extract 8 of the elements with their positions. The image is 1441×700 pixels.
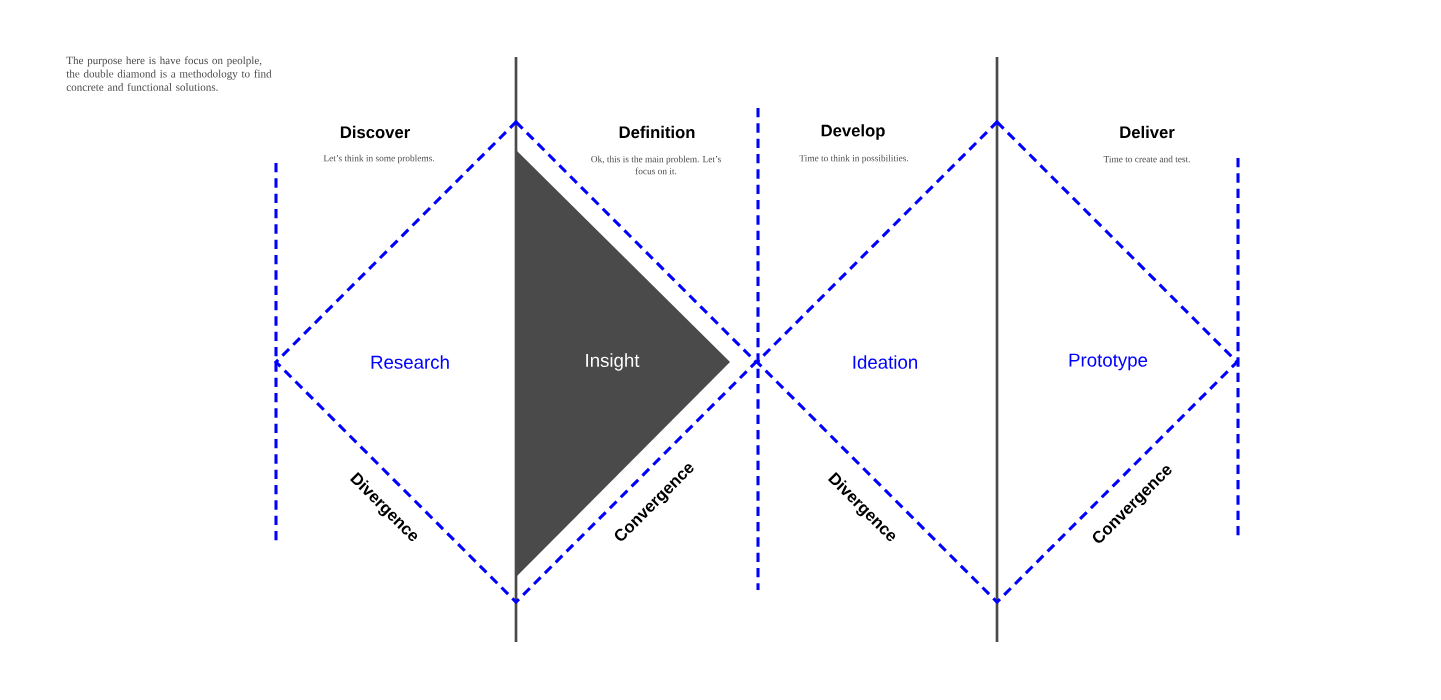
phase-heading: Deliver (1120, 125, 1175, 139)
phase-heading: Discover (340, 125, 410, 139)
phase-description: Let’s think in some problems. (323, 154, 434, 164)
phase-description: Time to create and test. (1103, 155, 1190, 163)
intro-text: The purpose here is have focus on peolple, the double diamond is a methodology to find concrete and functional solutions. (66, 56, 272, 91)
phase-heading: Develop (821, 124, 885, 140)
phase-description: Ok, this is the main problem. Let’s focus on it. (591, 155, 721, 175)
phase-description: Time to think in possibilities. (799, 154, 909, 164)
